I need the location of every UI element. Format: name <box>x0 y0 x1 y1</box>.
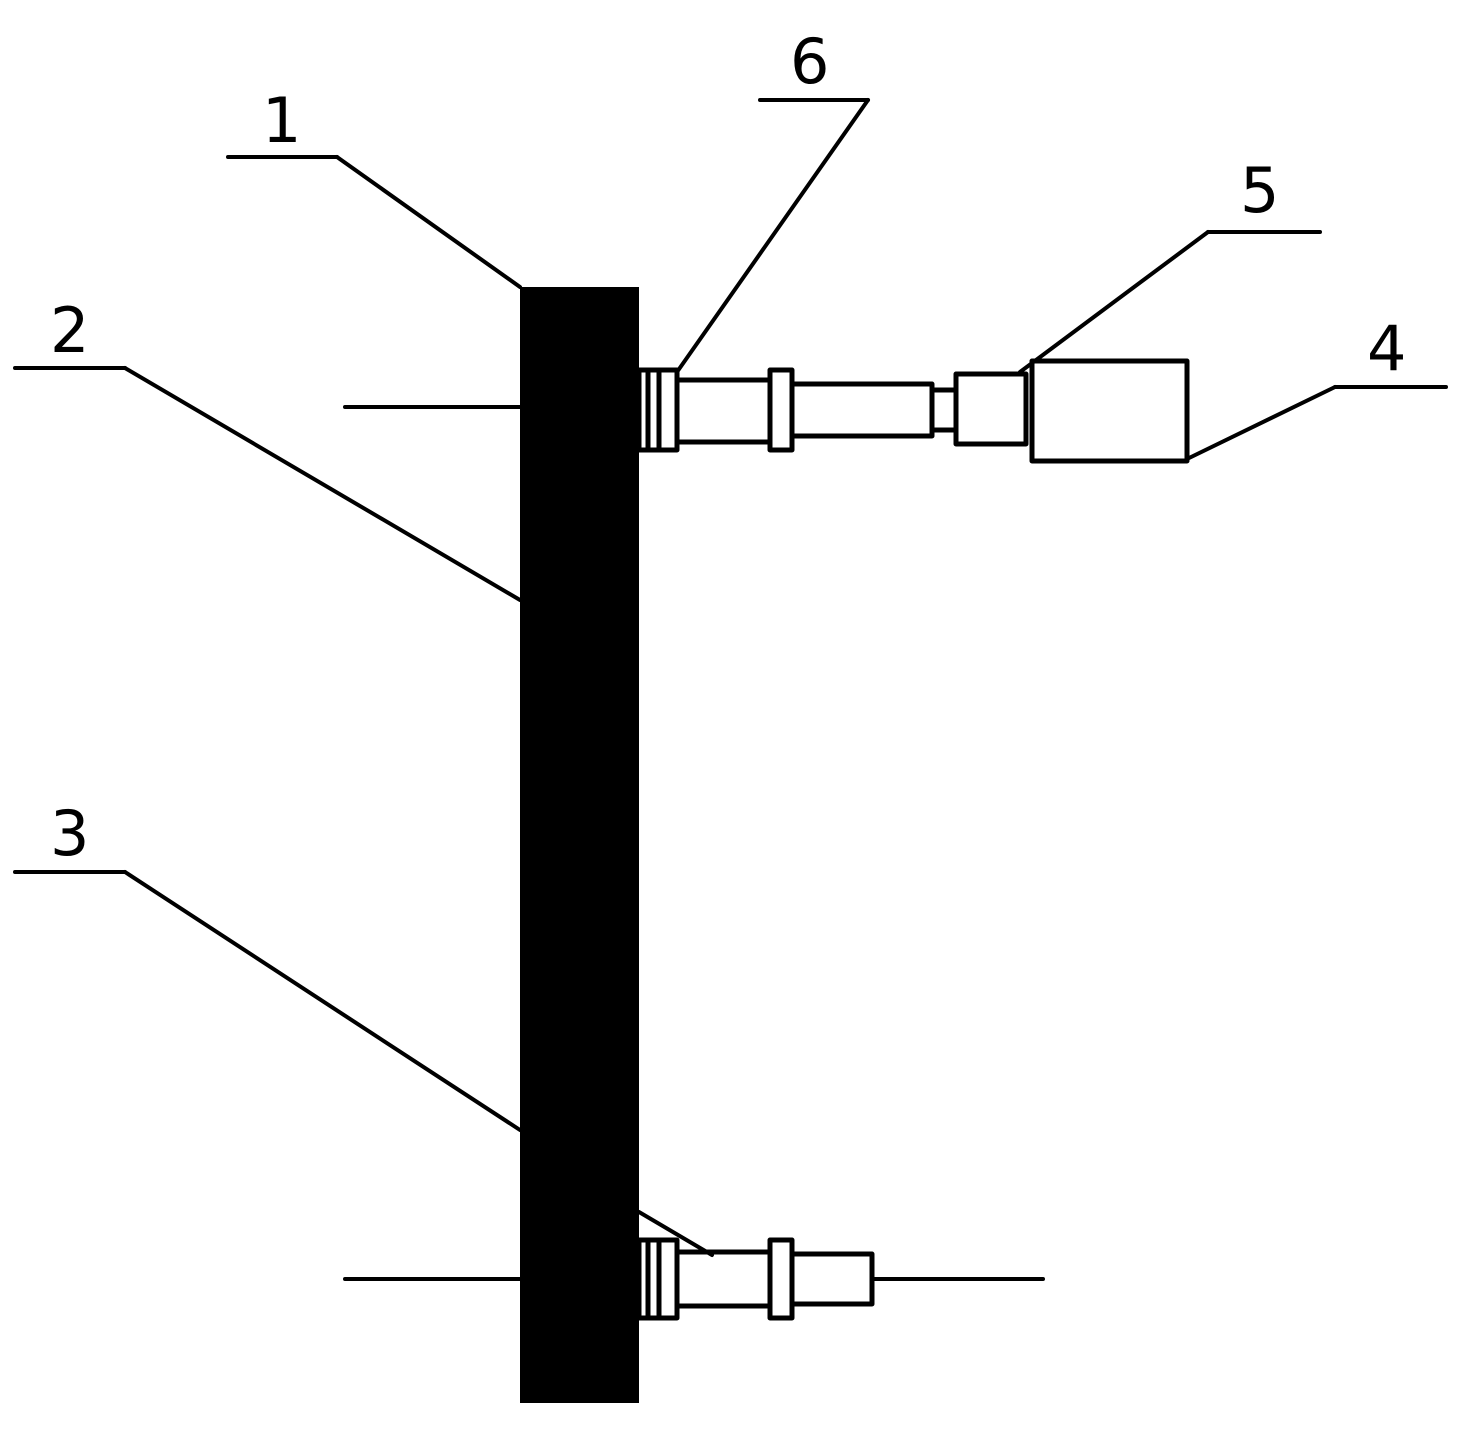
callout-6: 6 <box>675 25 870 374</box>
upper-shaft <box>789 381 935 439</box>
callout-3: 3 <box>13 797 522 1132</box>
upper-neck <box>929 387 959 433</box>
lower-lock-nut <box>767 1237 795 1321</box>
callout-1: 1 <box>226 84 522 289</box>
label-3: 3 <box>50 797 89 870</box>
lower-shaft <box>789 1251 875 1307</box>
label-1: 1 <box>262 84 301 157</box>
vertical-plate <box>520 287 639 1403</box>
callout-5: 5 <box>1018 154 1322 374</box>
callout-2: 2 <box>13 294 522 602</box>
lower-sensor-assembly <box>636 1210 1045 1321</box>
label-2: 2 <box>50 294 89 367</box>
lower-leader <box>637 1210 714 1257</box>
upper-lock-nut <box>767 367 795 453</box>
upper-sensor-assembly <box>636 358 1190 464</box>
label-5: 5 <box>1240 154 1279 227</box>
sensor-housing <box>1029 358 1190 464</box>
label-6: 6 <box>790 25 829 98</box>
label-4: 4 <box>1367 312 1406 385</box>
connector <box>953 371 1029 447</box>
upper-sleeve <box>674 377 773 445</box>
callout-4: 4 <box>1185 312 1448 461</box>
lower-sleeve <box>674 1249 773 1309</box>
